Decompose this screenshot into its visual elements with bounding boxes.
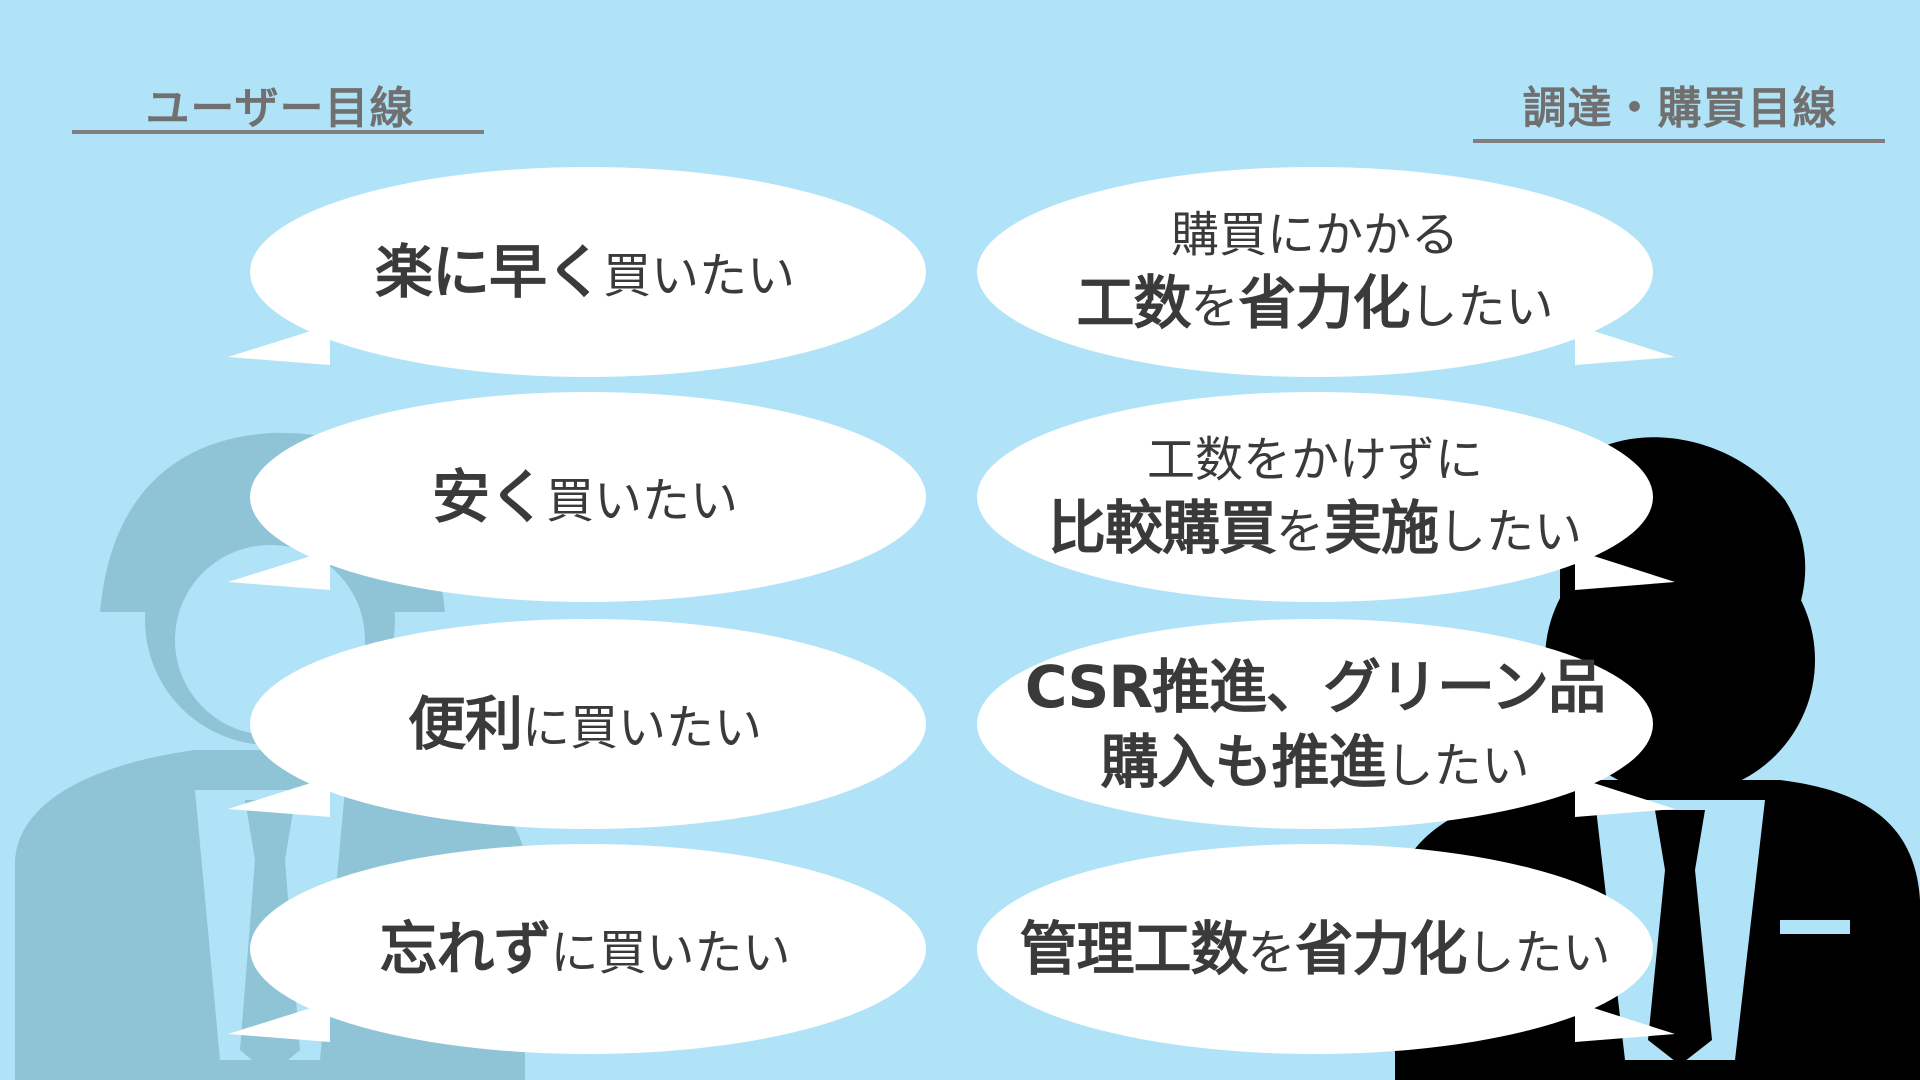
buyer-bubble-1: 購買にかかる 工数を省力化したい — [975, 170, 1655, 375]
buyer-bubble-4-part2: を — [1247, 925, 1296, 982]
user-bubble-2-bold: 安く — [431, 463, 547, 532]
buyer-bubble-3: CSR推進、グリーン品 購入も推進したい — [975, 622, 1655, 827]
user-perspective-header: ユーザー目線 — [145, 83, 415, 134]
buyer-bubble-1-part1: 工数 — [1076, 269, 1191, 338]
buyer-bubble-4-part4: したい — [1466, 925, 1611, 982]
buyer-bubble-2-part1: 比較購買 — [1047, 494, 1277, 563]
buyer-bubble-1-part3: 省力化 — [1238, 269, 1411, 338]
buyer-bubble-4-part3: 省力化 — [1295, 915, 1468, 984]
buyer-bubble-2-part3: 実施 — [1324, 494, 1439, 563]
user-bubble-2-normal: 買いたい — [546, 473, 739, 530]
buyer-bubble-1-line1: 購買にかかる — [1170, 206, 1459, 263]
buyer-bubble-2-part4: したい — [1438, 504, 1583, 561]
user-bubble-4-bold: 忘れず — [379, 915, 551, 984]
user-bubble-3-normal: に買いたい — [522, 700, 763, 757]
buyer-bubble-2-line1: 工数をかけずに — [1146, 431, 1483, 488]
user-bubble-3: 便利に買いたい — [250, 622, 920, 827]
buyer-header-underline — [1473, 139, 1885, 143]
user-bubble-4: 忘れずに買いたい — [250, 847, 920, 1052]
buyer-bubble-4-part1: 管理工数 — [1019, 915, 1248, 984]
user-bubble-1-normal: 買いたい — [603, 248, 796, 305]
buyer-bubble-3-part2: したい — [1385, 737, 1530, 794]
user-bubble-2: 安く買いたい — [250, 395, 920, 600]
buyer-bubble-4: 管理工数を省力化したい — [975, 847, 1655, 1052]
user-bubble-1-bold: 楽に早く — [374, 238, 604, 307]
buyer-bubble-1-part4: したい — [1409, 279, 1554, 336]
buyer-bubble-3-line1: CSR推進、グリーン品 — [1024, 653, 1606, 722]
buyer-perspective-header: 調達・購買目線 — [1522, 83, 1838, 134]
user-bubble-4-normal: に買いたい — [550, 925, 791, 982]
user-header-underline — [72, 130, 484, 134]
buyer-bubble-3-part1: 購入も推進 — [1100, 727, 1386, 796]
user-bubble-1: 楽に早く買いたい — [250, 170, 920, 375]
user-bubble-3-bold: 便利 — [407, 690, 523, 759]
buyer-bubble-2: 工数をかけずに 比較購買を実施したい — [975, 395, 1655, 600]
buyer-bubble-1-part2: を — [1190, 279, 1239, 336]
buyer-bubble-2-part2: を — [1275, 504, 1324, 561]
